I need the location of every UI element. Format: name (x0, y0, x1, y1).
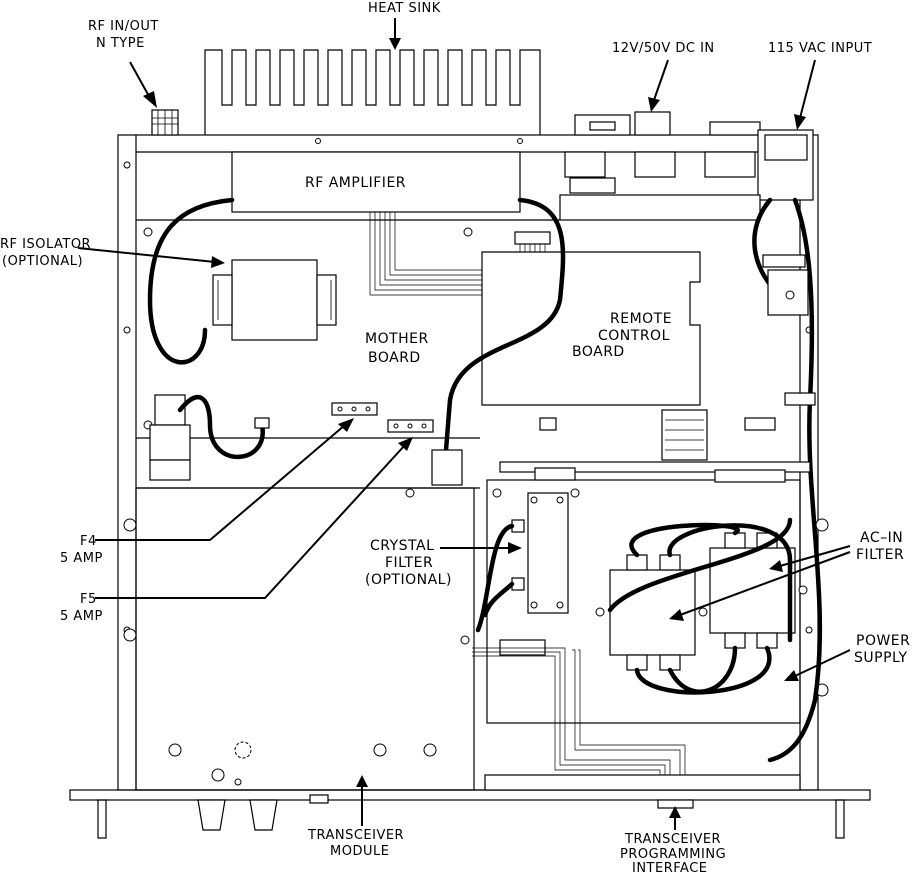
crystal-filter-label-1: CRYSTAL (370, 538, 434, 554)
programming-label-1: TRANSCEIVER (624, 832, 721, 847)
remote-control-board: REMOTE CONTROL BOARD (482, 252, 700, 405)
rf-in-out-label-1: RF IN/OUT (88, 19, 159, 34)
remote-control-label-2: CONTROL (598, 328, 670, 344)
f5-label-2: 5 AMP (60, 609, 103, 624)
mother-board-label-1: MOTHER (365, 331, 429, 347)
rf-isolator (213, 260, 336, 340)
rf-in-out-label-2: N TYPE (96, 36, 145, 51)
f5-label-1: F5 (80, 592, 97, 607)
remote-control-label-3: BOARD (572, 344, 625, 360)
crystal-filter-label-3: (OPTIONAL) (365, 572, 452, 588)
programming-label-3: INTERFACE (632, 861, 708, 874)
transceiver-module-label-1: TRANSCEIVER (307, 828, 404, 843)
rf-amplifier-label: RF AMPLIFIER (305, 175, 406, 191)
mother-board-label-2: BOARD (368, 350, 421, 366)
rf-amplifier: RF AMPLIFIER (232, 152, 520, 212)
heat-sink (205, 50, 540, 135)
vac-input-label: 115 VAC INPUT (768, 41, 872, 56)
rf-n-connector (152, 110, 178, 135)
f4-label-1: F4 (80, 534, 97, 549)
ac-in-filter-label-1: AC–IN (860, 530, 903, 546)
rear-connectors (560, 112, 813, 220)
mid-strip (500, 393, 815, 482)
ac-in-filter-label-2: FILTER (856, 547, 904, 563)
remote-control-label-1: REMOTE (610, 311, 672, 327)
dc-in-label: 12V/50V DC IN (612, 41, 715, 56)
fuse-f4 (332, 403, 377, 415)
transceiver-module-label-2: MODULE (330, 844, 389, 859)
lower-left-connector (150, 395, 462, 485)
heat-sink-label: HEAT SINK (368, 1, 441, 16)
fuse-f5 (388, 420, 433, 432)
crystal-filter-label-2: FILTER (385, 555, 433, 571)
f4-label-2: 5 AMP (60, 551, 103, 566)
leader-arrows (78, 18, 850, 830)
rf-isolator-label-2: (OPTIONAL) (2, 254, 83, 269)
rf-isolator-label-1: RF ISOLATOR (0, 237, 91, 252)
power-supply-label-1: POWER (856, 633, 910, 649)
chassis-frame (70, 135, 870, 838)
programming-label-2: PROGRAMMING (620, 847, 726, 862)
power-supply-label-2: SUPPLY (854, 650, 908, 666)
